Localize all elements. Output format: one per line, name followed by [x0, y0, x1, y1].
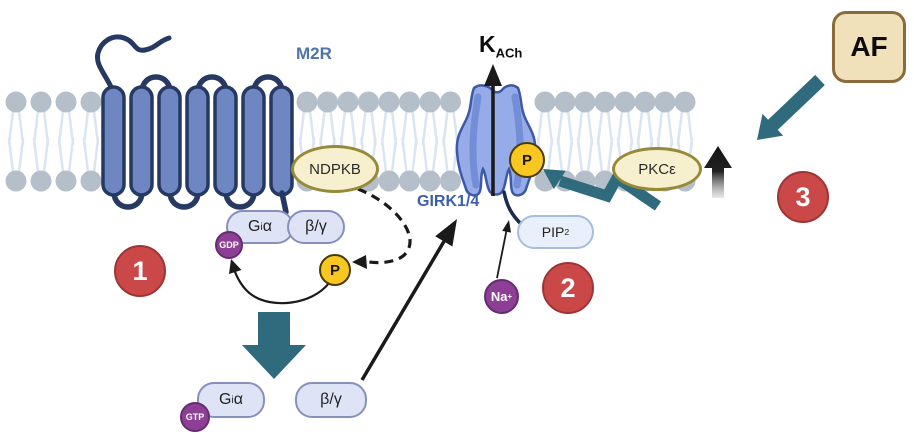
- lipid-tail: [7, 137, 15, 174]
- lipid-tail: [596, 137, 604, 174]
- receptor-c-terminus: [279, 190, 289, 215]
- lipid-tail: [401, 137, 408, 174]
- lipid-head: [634, 91, 656, 113]
- lipid-head: [30, 170, 52, 192]
- lipid-tail: [566, 137, 574, 174]
- current-label-sub: ACh: [495, 45, 523, 61]
- lipid-tail: [431, 137, 439, 174]
- step-badge-1: 1: [114, 245, 166, 297]
- receptor-n-terminus: [94, 34, 172, 94]
- lipid-head: [614, 91, 636, 113]
- potassium-current-arrow: [484, 64, 502, 196]
- lipid-tail: [380, 137, 388, 174]
- sodium-ion: Na+: [484, 279, 519, 314]
- lipid-head: [440, 170, 461, 192]
- lipid-head: [5, 91, 27, 113]
- lipid-head: [296, 91, 318, 113]
- lipid-head: [378, 91, 400, 113]
- lipid-head: [419, 170, 441, 192]
- girk-channel: [455, 84, 537, 197]
- af-effect-arrow: [757, 74, 825, 140]
- lipid-tail: [42, 137, 50, 174]
- current-label-main: K: [479, 31, 496, 57]
- lipid-head: [358, 91, 379, 113]
- lipid-head: [399, 91, 420, 113]
- betagamma-activation-arrow: [360, 219, 457, 381]
- gdp-chip: GDP: [215, 231, 243, 259]
- lipid-head: [419, 91, 441, 113]
- gtp-chip: GTP: [180, 402, 210, 432]
- m2r-receptor: [94, 34, 294, 215]
- pkce-phosphorylation-arrow: [543, 169, 662, 211]
- lipid-head: [674, 91, 696, 113]
- increase-arrow: [704, 146, 732, 198]
- lipid-tail: [92, 137, 100, 174]
- lipid-head: [5, 170, 27, 192]
- lipid-head: [55, 91, 77, 113]
- receptor-label: M2R: [296, 44, 332, 63]
- lipid-head: [337, 91, 359, 113]
- lipid-head: [574, 91, 596, 113]
- lipid-tail: [82, 137, 90, 174]
- phosphate-transfer-arrow: [229, 259, 330, 305]
- sodium-arrow: [496, 220, 511, 279]
- phosphate-free: P: [319, 254, 351, 286]
- lipid-tail: [546, 137, 554, 174]
- lipid-tail: [57, 137, 65, 174]
- beta-gamma-subunit-top: β/γ: [287, 210, 345, 244]
- lipid-head: [317, 91, 338, 113]
- lipid-tail: [576, 137, 584, 174]
- dissociation-block-arrow: [242, 312, 306, 379]
- lipid-tail: [390, 137, 398, 174]
- lipid-head: [440, 91, 461, 113]
- channel-pip2-link: [502, 190, 523, 226]
- lipid-tail: [606, 137, 614, 174]
- lipid-head: [399, 170, 420, 192]
- lipid-tail: [442, 137, 449, 174]
- ndpkb-enzyme: NDPKB: [291, 145, 379, 193]
- lipid-head: [80, 170, 102, 192]
- lipid-head: [30, 91, 52, 113]
- lipid-tail: [556, 137, 564, 174]
- lipid-head: [654, 91, 676, 113]
- lipid-head: [80, 91, 102, 113]
- phosphate-on-channel: P: [509, 142, 545, 178]
- step-badge-3: 3: [777, 171, 829, 223]
- lipid-head: [378, 170, 400, 192]
- lipid-tail: [421, 137, 429, 174]
- lipid-tail: [17, 137, 25, 174]
- lipid-tail: [32, 137, 40, 174]
- lipid-head: [55, 170, 77, 192]
- beta-gamma-subunit-bottom: β/γ: [295, 382, 367, 418]
- lipid-tail: [586, 137, 594, 174]
- lipid-tail: [67, 137, 75, 174]
- current-label: KACh: [479, 31, 522, 61]
- pkce-enzyme: PKCε: [612, 147, 702, 191]
- lipid-tail: [411, 137, 418, 174]
- lipid-head: [534, 91, 556, 113]
- ndpkb-phosphorylation-arrow: [352, 187, 412, 269]
- lipid-head: [594, 91, 616, 113]
- af-box: AF: [832, 11, 906, 83]
- channel-label: GIRK1/4: [417, 193, 480, 210]
- step-badge-2: 2: [542, 262, 594, 314]
- lipid-head: [554, 91, 576, 113]
